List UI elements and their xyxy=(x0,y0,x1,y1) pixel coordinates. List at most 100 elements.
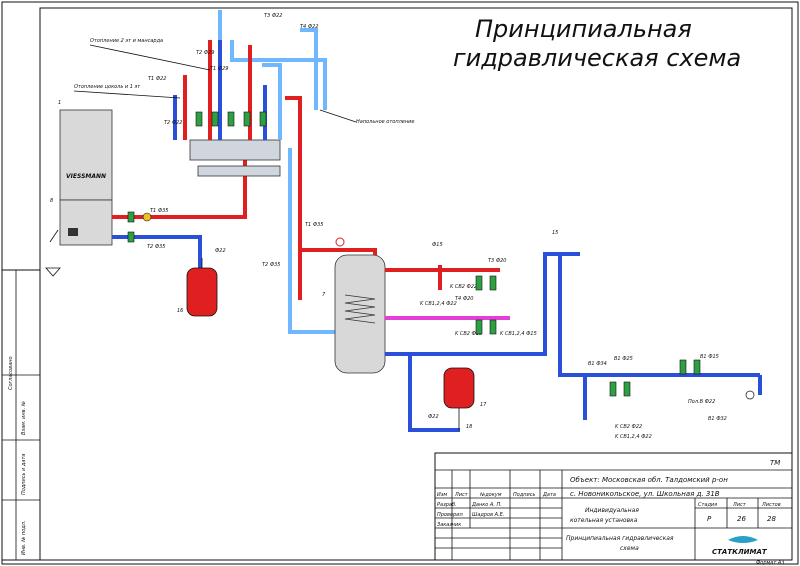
stage-header: Стадия xyxy=(698,502,717,508)
pipe-label-k-sv2-f15: K СВ2 Ф15 xyxy=(455,331,482,337)
valve-icon xyxy=(211,111,219,127)
side-stamp-signature: Подпись и дата xyxy=(21,454,27,495)
pipe-label-t3-f20: Т3 Ф20 xyxy=(488,258,507,264)
pipe-label-t1-f29: T1 Ф29 xyxy=(210,66,229,72)
valve-icon xyxy=(127,231,135,243)
title-block-object-1: Объект: Московская обл. Талдомский р-он xyxy=(570,476,728,484)
valve-icon xyxy=(475,275,483,291)
diagram-title-line2: гидравлическая схема xyxy=(453,44,741,72)
pipe-label-t4-f20: T4 Ф20 xyxy=(455,296,474,302)
pipe-label-v1-f32: В1 Ф32 xyxy=(708,416,727,422)
riser-return-3 xyxy=(230,40,327,110)
valve-icon xyxy=(127,211,135,223)
role-customer: Заказчик xyxy=(437,522,461,528)
pipe-label-pol-v-f22: Пол.В Ф22 xyxy=(688,399,715,405)
pipe-label-k-sv2-f22: K СВ2 Ф22 xyxy=(450,284,477,290)
pipe-label-k-sv124-f22: K СВ1,2,4 Ф22 xyxy=(420,301,457,307)
pipe-boiler-return xyxy=(112,235,202,268)
pipe-label-t4-f22: Т4 Ф22 xyxy=(300,24,319,30)
number-7: 7 xyxy=(322,292,326,298)
side-stamp xyxy=(1,269,41,561)
valve-icon xyxy=(475,319,483,335)
pipe-label-f22-tank2: Ф22 xyxy=(428,414,439,420)
expansion-tank-17 xyxy=(443,367,475,430)
pipe-label-t3-f22: Т3 Ф22 xyxy=(264,13,283,19)
company-name: СТАТКЛИМАТ xyxy=(712,548,768,556)
title-block-system-1: Индивидуальная xyxy=(585,507,639,514)
pipe-label-t1-f35: T1 Ф35 xyxy=(150,208,169,214)
water-heater-tank xyxy=(334,254,386,374)
number-1: 1 xyxy=(58,100,61,106)
drawing-name-2: схема xyxy=(620,545,639,552)
number-17: 17 xyxy=(480,402,487,408)
side-stamp-replace: Взам. инв. № xyxy=(21,401,27,435)
header-sheet: Лист xyxy=(454,492,469,498)
pump-icon xyxy=(142,212,152,222)
role-developer: Разраб. xyxy=(437,502,457,508)
expansion-tank-16 xyxy=(186,258,218,317)
label-floor-heating: Напольное отопление xyxy=(356,119,414,125)
pipe-label-v1-f15: В1 Ф15 xyxy=(700,354,719,360)
pipe-label-k-sv124-f22-b: K СВ1,2,4 Ф22 xyxy=(615,434,652,440)
name-checker: Шадров А.Е. xyxy=(472,512,504,518)
pipe-label-t2-f22: T2 Ф22 xyxy=(164,120,183,126)
valve-icon xyxy=(623,381,631,397)
pipe-label-v1-f25: В1 Ф25 xyxy=(614,356,633,362)
title-block-code: ТМ xyxy=(770,459,780,467)
boiler: VIESSMANN xyxy=(45,109,113,277)
pipe-floor-supply xyxy=(285,96,302,300)
pipe-label-v1-f34: В1 Ф34 xyxy=(588,361,607,367)
pipe-floor-return xyxy=(300,28,318,110)
sheets-value: 28 xyxy=(767,515,776,523)
side-stamp-agreed: Согласовано xyxy=(8,356,14,390)
role-checker: Проверил xyxy=(437,512,463,518)
number-15: 15 xyxy=(552,230,558,236)
header-signature: Подпись xyxy=(513,492,536,498)
number-18: 18 xyxy=(466,424,472,430)
filter-icon xyxy=(745,390,755,400)
valve-icon xyxy=(489,275,497,291)
pipe-label-f15: Ф15 xyxy=(432,242,443,248)
pipe-label-t1-f35-b: T1 Ф35 xyxy=(305,222,324,228)
pipe-tank-cold-down xyxy=(408,354,460,432)
pipe-label-t1-f22: T1 Ф22 xyxy=(148,76,167,82)
pipe-main-cold xyxy=(288,148,335,334)
pipe-label-t2-f35-b: T2 Ф35 xyxy=(262,262,281,268)
valve-icon xyxy=(489,319,497,335)
sheet-header: Лист xyxy=(732,502,747,508)
pipe-tank-cold xyxy=(385,252,580,356)
pipe-label-t2-f29: T2 Ф29 xyxy=(196,50,215,56)
diagram-title-line1: Принципиальная xyxy=(475,15,692,43)
label-heating-floors: Отопление 2 эт и мансарда xyxy=(90,38,163,44)
pipe-label-k-sv2-f22-b: K СВ2 Ф22 xyxy=(615,424,642,430)
gauge-icon xyxy=(335,237,345,247)
valve-icon xyxy=(679,359,687,375)
sheet-value: 26 xyxy=(737,515,746,523)
valve-icon xyxy=(227,111,235,127)
pipe-tank-supply xyxy=(300,248,377,255)
pipe-cold-down xyxy=(558,254,585,377)
name-developer: Данко А. П. xyxy=(471,502,502,508)
drawing-name-1: Принципиальная гидравлическая xyxy=(566,535,674,542)
valve-icon xyxy=(693,359,701,375)
valve-icon xyxy=(195,111,203,127)
riser-return-5 xyxy=(262,63,282,140)
number-8: 8 xyxy=(50,198,53,204)
valve-icon xyxy=(243,111,251,127)
label-heating-basement: Отопление цоколь и 1 эт xyxy=(74,84,141,90)
header-date: Дата xyxy=(542,492,556,498)
title-block-system-2: котельная установка xyxy=(570,517,638,524)
pipe-label-t2-f35: T2 Ф35 xyxy=(147,244,166,250)
valve-icon xyxy=(259,111,267,127)
sheets-header: Листов xyxy=(761,502,781,508)
title-block xyxy=(434,452,793,561)
side-stamp-inventory: Инв. № подл. xyxy=(21,521,27,556)
valve-icon xyxy=(609,381,617,397)
format-label: Формат А3 xyxy=(756,560,784,566)
pipe-label-f22-tank: Ф22 xyxy=(215,248,226,254)
header-doc: №докум xyxy=(479,492,502,498)
header-change: Изм xyxy=(437,492,447,498)
title-block-object-2: с. Новоникольское, ул. Школьная д. 31В xyxy=(570,490,720,498)
stage-value: Р xyxy=(707,515,712,523)
